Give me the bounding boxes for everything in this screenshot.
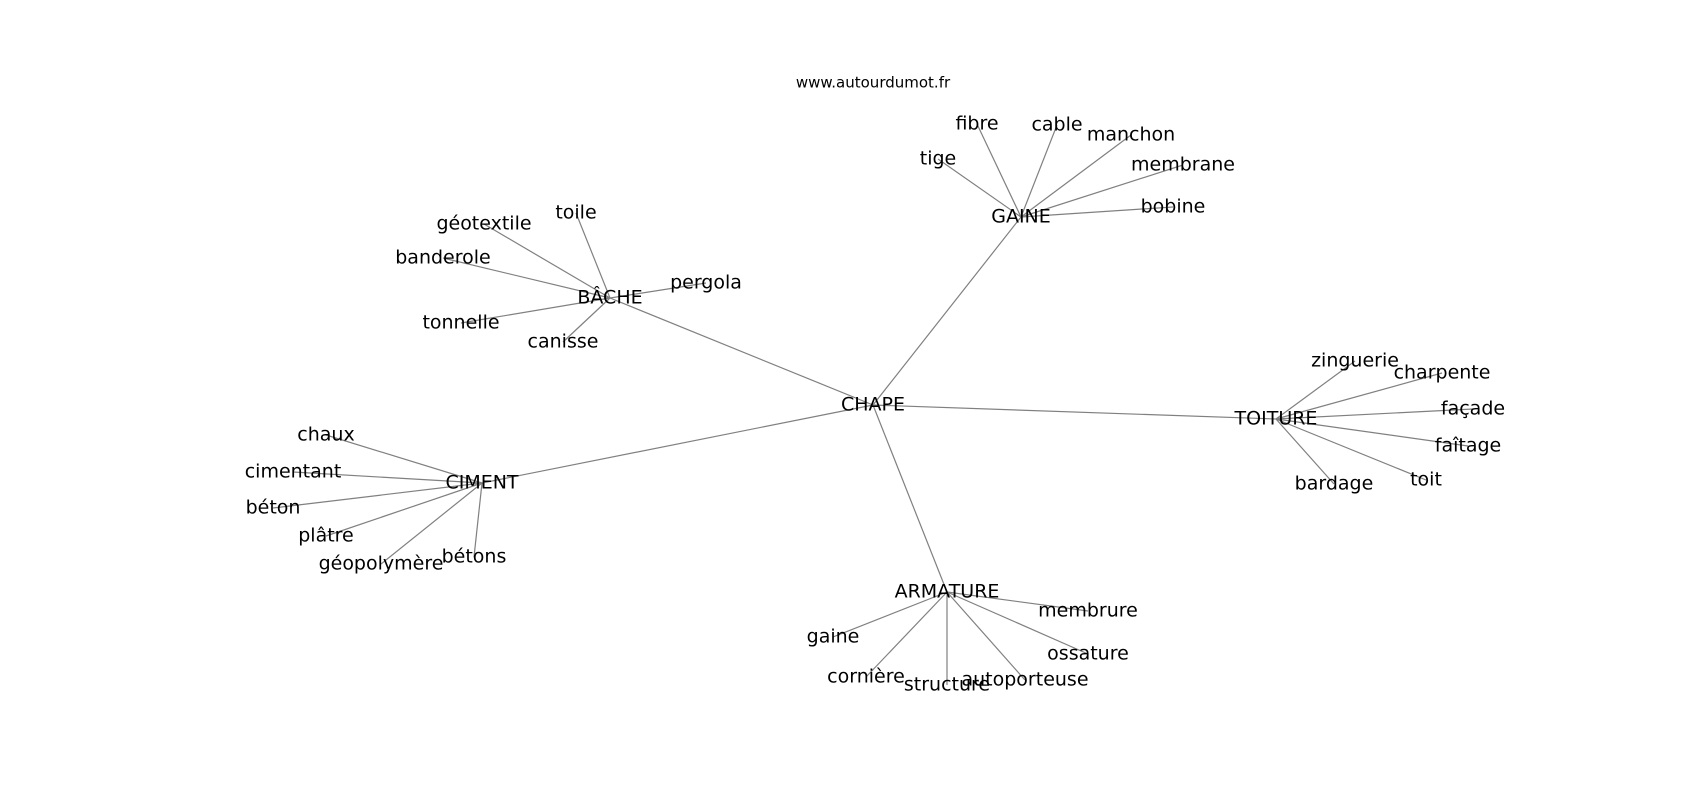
word-node-bache-banderole: banderole bbox=[395, 247, 490, 269]
center-node-label: CHAPE bbox=[841, 394, 905, 416]
edge-armature-ossature bbox=[946, 591, 1089, 655]
word-node-armature-gaine: gaine bbox=[807, 626, 860, 648]
word-node-toiture-faitage: faîtage bbox=[1435, 435, 1501, 457]
word-node-gaine-manchon: manchon bbox=[1087, 124, 1175, 146]
word-node-bache-canisse: canisse bbox=[528, 331, 599, 353]
word-node-toiture-zinguerie: zinguerie bbox=[1311, 350, 1399, 372]
hub-node-armature: ARMATURE bbox=[895, 581, 1000, 603]
word-node-toiture-bardage: bardage bbox=[1295, 473, 1374, 495]
word-node-ciment-cimentant: cimentant bbox=[245, 461, 342, 483]
edge-armature-gaine bbox=[832, 591, 948, 638]
edge-ciment-geopolymere bbox=[380, 482, 483, 565]
graph-edges bbox=[272, 123, 1474, 685]
word-node-gaine-fibre: fibre bbox=[955, 113, 998, 135]
word-node-gaine-membrane: membrane bbox=[1131, 154, 1235, 176]
hub-node-gaine: GAINE bbox=[991, 206, 1051, 228]
edge-ciment-platre bbox=[325, 482, 483, 537]
edge-bache-toile bbox=[575, 212, 611, 299]
edge-gaine-manchon bbox=[1020, 134, 1132, 218]
hub-node-bache: BÂCHE bbox=[577, 286, 642, 309]
word-node-ciment-betons: bétons bbox=[442, 546, 507, 568]
word-node-ciment-geopolymere: géopolymère bbox=[319, 553, 444, 575]
edge-armature-membrure bbox=[946, 591, 1089, 612]
word-node-toiture-facade: façade bbox=[1441, 398, 1505, 420]
edge-gaine-cable bbox=[1020, 124, 1058, 218]
edge-toiture-bardage bbox=[1275, 418, 1335, 485]
edge-toiture-toit bbox=[1275, 418, 1427, 481]
word-node-armature-structure: structure bbox=[904, 674, 990, 696]
word-node-toiture-toit: toit bbox=[1410, 469, 1442, 491]
word-node-bache-toile: toile bbox=[555, 202, 596, 224]
edge-ciment-beton bbox=[272, 482, 483, 509]
word-node-toiture-charpente: charpente bbox=[1394, 362, 1491, 384]
edge-bache-pergola bbox=[609, 282, 707, 299]
edge-ciment-chaux bbox=[325, 434, 483, 484]
edge-gaine-tige bbox=[937, 158, 1022, 218]
edge-toiture-facade bbox=[1275, 408, 1474, 420]
edge-chape-toiture bbox=[872, 404, 1277, 420]
edge-bache-canisse bbox=[562, 297, 611, 343]
word-node-gaine-tige: tige bbox=[920, 148, 956, 170]
word-node-bache-tonnelle: tonnelle bbox=[422, 312, 499, 334]
word-node-gaine-bobine: bobine bbox=[1141, 196, 1206, 218]
edge-chape-bache bbox=[609, 297, 874, 406]
edge-armature-corniere bbox=[865, 591, 948, 678]
edge-ciment-cimentant bbox=[292, 471, 483, 484]
hub-node-ciment: CIMENT bbox=[445, 472, 518, 494]
word-node-ciment-beton: béton bbox=[246, 497, 301, 519]
edge-ciment-betons bbox=[473, 482, 483, 558]
word-node-armature-autoporteuse: autoporteuse bbox=[961, 669, 1088, 691]
edge-toiture-charpente bbox=[1275, 372, 1443, 420]
word-node-armature-membrure: membrure bbox=[1038, 600, 1138, 622]
edge-chape-ciment bbox=[481, 404, 874, 484]
word-node-armature-ossature: ossature bbox=[1047, 643, 1129, 665]
edge-armature-autoporteuse bbox=[946, 591, 1026, 681]
graph-labels: www.autourdumot.fr CHAPE BÂCHE géotextile t… bbox=[245, 74, 1505, 696]
edge-chape-gaine bbox=[872, 216, 1022, 406]
edge-gaine-bobine bbox=[1020, 206, 1174, 218]
word-node-ciment-platre: plâtre bbox=[298, 525, 354, 547]
word-node-bache-geotextile: géotextile bbox=[436, 213, 531, 235]
edge-toiture-zinguerie bbox=[1275, 360, 1356, 420]
edge-bache-tonnelle bbox=[460, 297, 611, 324]
word-node-armature-corniere: cornière bbox=[827, 666, 905, 688]
word-node-ciment-chaux: chaux bbox=[297, 424, 354, 446]
edge-bache-geotextile bbox=[483, 223, 611, 299]
word-node-gaine-cable: cable bbox=[1031, 114, 1082, 136]
site-url-label: www.autourdumot.fr bbox=[796, 74, 951, 92]
edge-chape-armature bbox=[872, 404, 948, 593]
word-node-bache-pergola: pergola bbox=[670, 272, 742, 294]
edge-bache-banderole bbox=[442, 257, 611, 299]
edge-gaine-fibre bbox=[976, 123, 1022, 218]
edge-gaine-membrane bbox=[1020, 164, 1184, 218]
hub-node-toiture: TOITURE bbox=[1234, 408, 1318, 430]
edge-toiture-faitage bbox=[1275, 418, 1469, 447]
